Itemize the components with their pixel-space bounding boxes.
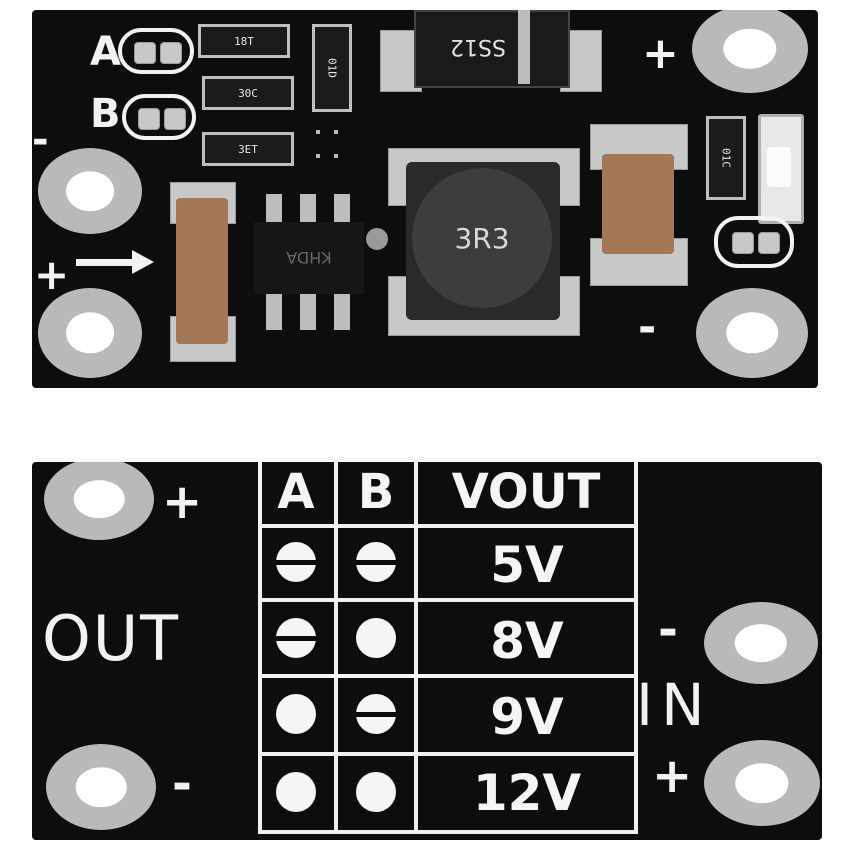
table-row-8v-vout: 8V bbox=[490, 612, 564, 670]
left-minus-pad bbox=[38, 148, 142, 234]
in-plus-label: + bbox=[652, 748, 693, 804]
top-left-plus-label: + bbox=[34, 250, 70, 299]
out-plus-pad bbox=[44, 462, 154, 540]
out-minus-pad bbox=[46, 744, 156, 830]
input-capacitor bbox=[170, 182, 236, 362]
regulator-chip: KHDA bbox=[254, 194, 364, 334]
table-row-5v-vout: 5V bbox=[490, 536, 564, 594]
table-row-9v-a-jumper bbox=[276, 694, 316, 734]
jumper-a-pads bbox=[118, 28, 194, 74]
table-row-8v-b-jumper bbox=[356, 618, 396, 658]
table-row-9v-vout: 9V bbox=[490, 688, 564, 746]
top-pcb-board: A B 18T 30C 3ET 01D 01C SS12 bbox=[32, 10, 818, 388]
bottom-pcb-board: OUT IN + - - + A B VOUT 5V 8V 9V bbox=[32, 462, 822, 840]
table-row-12v-b-jumper bbox=[356, 772, 396, 812]
top-right-plus-pad bbox=[692, 10, 808, 93]
jumper-a-label: A bbox=[90, 29, 121, 75]
top-right-minus-label: - bbox=[638, 302, 657, 353]
inductor-3r3: 3R3 bbox=[388, 148, 580, 336]
jumper-b-label: B bbox=[90, 91, 121, 137]
table-header-a: A bbox=[277, 464, 315, 520]
out-minus-label: - bbox=[172, 756, 192, 812]
in-label: IN bbox=[636, 671, 713, 739]
chip-label: KHDA bbox=[286, 248, 332, 267]
via-dots-top bbox=[316, 130, 356, 166]
table-header-b: B bbox=[357, 464, 395, 520]
top-left-minus-label: - bbox=[32, 117, 49, 163]
resistor-18t: 18T bbox=[198, 24, 290, 58]
inductor-label: 3R3 bbox=[454, 222, 510, 255]
table-row-12v-a-jumper bbox=[276, 772, 316, 812]
resistor-01d: 01D bbox=[312, 24, 352, 112]
led bbox=[758, 114, 804, 224]
in-minus-pad bbox=[704, 602, 818, 684]
top-right-plus-label: + bbox=[642, 28, 679, 79]
diode-ss12: SS12 bbox=[380, 10, 602, 96]
diode-label: SS12 bbox=[450, 34, 506, 59]
table-header-vout: VOUT bbox=[451, 464, 601, 520]
right-minus-pad bbox=[696, 288, 808, 378]
in-plus-pad bbox=[704, 740, 820, 826]
resistor-30c: 30C bbox=[202, 76, 294, 110]
arrow-icon bbox=[76, 250, 154, 274]
out-label: OUT bbox=[42, 602, 181, 675]
led-silk-pads bbox=[714, 216, 794, 268]
table-row-12v-vout: 12V bbox=[472, 764, 582, 822]
voltage-selection-table: A B VOUT 5V 8V 9V 12V bbox=[258, 462, 638, 834]
in-minus-label: - bbox=[658, 602, 678, 658]
resistor-3et: 3ET bbox=[202, 132, 294, 166]
jumper-b-pads bbox=[122, 94, 196, 140]
resistor-01c: 01C bbox=[706, 116, 746, 200]
left-plus-pad bbox=[38, 288, 142, 378]
out-plus-label: + bbox=[162, 474, 203, 530]
output-capacitor bbox=[590, 124, 688, 286]
via-hole bbox=[366, 228, 388, 250]
